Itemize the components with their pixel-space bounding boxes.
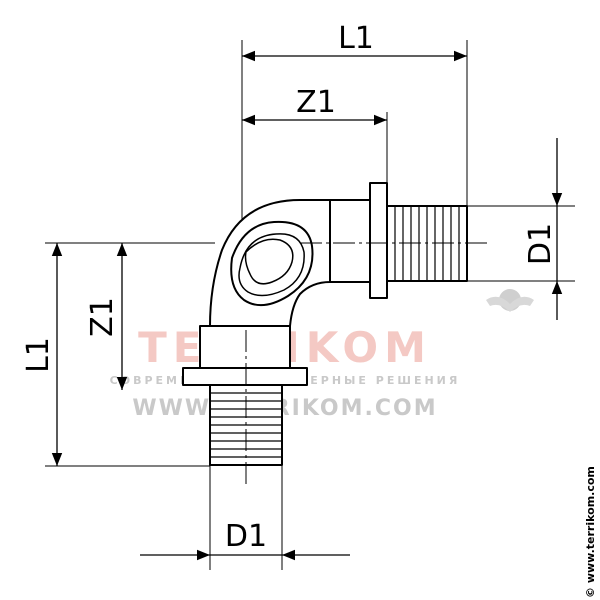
watermark-url: WWW.TERRIKOM.COM bbox=[132, 396, 437, 421]
right-neck bbox=[329, 199, 371, 283]
left-z1-label: Z1 bbox=[85, 297, 120, 337]
bottom-neck bbox=[199, 325, 291, 369]
left-l1-label: L1 bbox=[21, 337, 56, 373]
side-copyright: © www.terrikom.com bbox=[584, 466, 597, 598]
dimension-lines bbox=[51, 50, 563, 561]
elbow-insert bbox=[244, 238, 294, 285]
right-d1-label: D1 bbox=[523, 223, 558, 265]
bottom-flange bbox=[182, 367, 308, 386]
right-flange bbox=[369, 182, 388, 299]
center-lines bbox=[245, 242, 487, 485]
watermark: TERRIKOM СОВРЕМЕННЫЕ ИНЖЕНЕРНЫЕ РЕШЕНИЯ … bbox=[110, 289, 534, 421]
top-l1-label: L1 bbox=[338, 21, 374, 56]
bottom-d1-label: D1 bbox=[225, 519, 267, 554]
watermark-logo bbox=[486, 289, 534, 312]
top-z1-label: Z1 bbox=[296, 85, 336, 120]
dimension-labels: L1 Z1 D1 L1 Z1 D1 bbox=[21, 21, 558, 554]
